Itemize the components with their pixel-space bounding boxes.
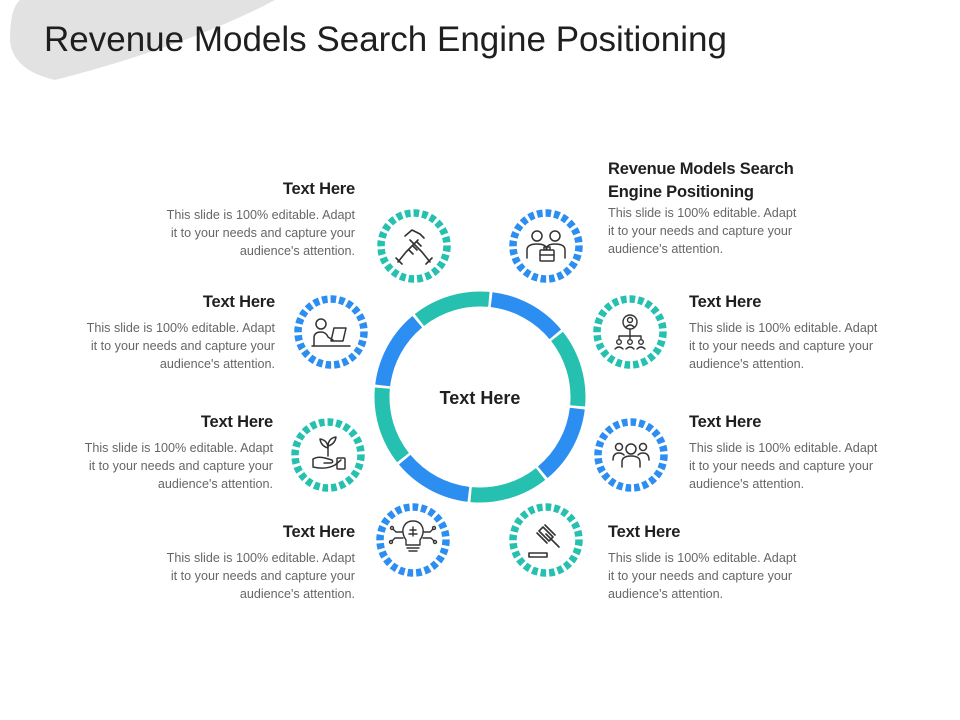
- business-team-briefcase-icon: [526, 230, 566, 262]
- item-title: Text Here: [200, 413, 273, 431]
- icon-circle-lower-left: [291, 418, 365, 492]
- center-label: Text Here: [439, 388, 521, 408]
- text-block-bottom-right: Text Here This slide is 100% editable. A…: [608, 521, 868, 603]
- icon-circle-top-right: [509, 209, 583, 283]
- item-title: Text Here: [608, 523, 681, 541]
- text-block-lower-left: Text Here This slide is 100% editable. A…: [28, 411, 274, 493]
- lightbulb-circuit-icon: [388, 520, 438, 552]
- item-title: Text Here: [689, 413, 762, 431]
- icon-circle-top-left: [377, 209, 451, 283]
- item-title: Text Here: [282, 180, 355, 198]
- item-title: Revenue Models Search Engine Positioning: [608, 160, 794, 201]
- slide-title: Revenue Models Search Engine Positioning: [44, 20, 727, 59]
- text-block-lower-right: Text Here This slide is 100% editable. A…: [689, 411, 939, 493]
- item-body: This slide is 100% editable. Adapt it to…: [608, 551, 797, 601]
- corner-decoration: [10, 0, 275, 80]
- network-people-icon: [614, 314, 646, 350]
- ring-segment: [374, 387, 410, 463]
- icon-circle-lower-right: [594, 418, 668, 492]
- item-body: This slide is 100% editable. Adapt it to…: [166, 551, 355, 601]
- item-body: This slide is 100% editable. Adapt it to…: [689, 321, 878, 371]
- ring-segment: [490, 292, 562, 340]
- hand-growing-plant-icon: [312, 436, 346, 470]
- item-title: Text Here: [689, 293, 762, 311]
- item-body: This slide is 100% editable. Adapt it to…: [166, 208, 355, 258]
- icon-circle-upper-right: [593, 295, 667, 369]
- item-body: This slide is 100% editable. Adapt it to…: [608, 206, 797, 256]
- item-body: This slide is 100% editable. Adapt it to…: [86, 321, 275, 371]
- text-block-top-right: Revenue Models Search Engine Positioning…: [608, 158, 868, 258]
- ring-segment: [414, 291, 490, 327]
- item-body: This slide is 100% editable. Adapt it to…: [689, 441, 878, 491]
- person-at-laptop-icon: [311, 318, 351, 347]
- ring-segment: [537, 407, 585, 479]
- item-title: Text Here: [282, 523, 355, 541]
- ring-segment: [550, 331, 586, 407]
- item-body: This slide is 100% editable. Adapt it to…: [84, 441, 273, 491]
- center-ring: [374, 291, 586, 503]
- handshake-icon: [395, 229, 433, 265]
- item-title: Text Here: [202, 293, 275, 311]
- icon-circle-bottom-left: [376, 503, 450, 577]
- ring-segment: [398, 454, 470, 502]
- ring-segment: [375, 315, 423, 387]
- text-block-upper-right: Text Here This slide is 100% editable. A…: [689, 291, 939, 373]
- ring-segment: [470, 467, 546, 503]
- text-block-bottom-left: Text Here This slide is 100% editable. A…: [110, 521, 356, 603]
- icon-circle-upper-left: [294, 295, 368, 369]
- gavel-icon: [528, 524, 560, 558]
- icon-circle-bottom-right: [509, 503, 583, 577]
- group-of-people-icon: [612, 442, 650, 468]
- text-block-top-left: Text Here This slide is 100% editable. A…: [110, 178, 356, 260]
- text-block-upper-left: Text Here This slide is 100% editable. A…: [30, 291, 276, 373]
